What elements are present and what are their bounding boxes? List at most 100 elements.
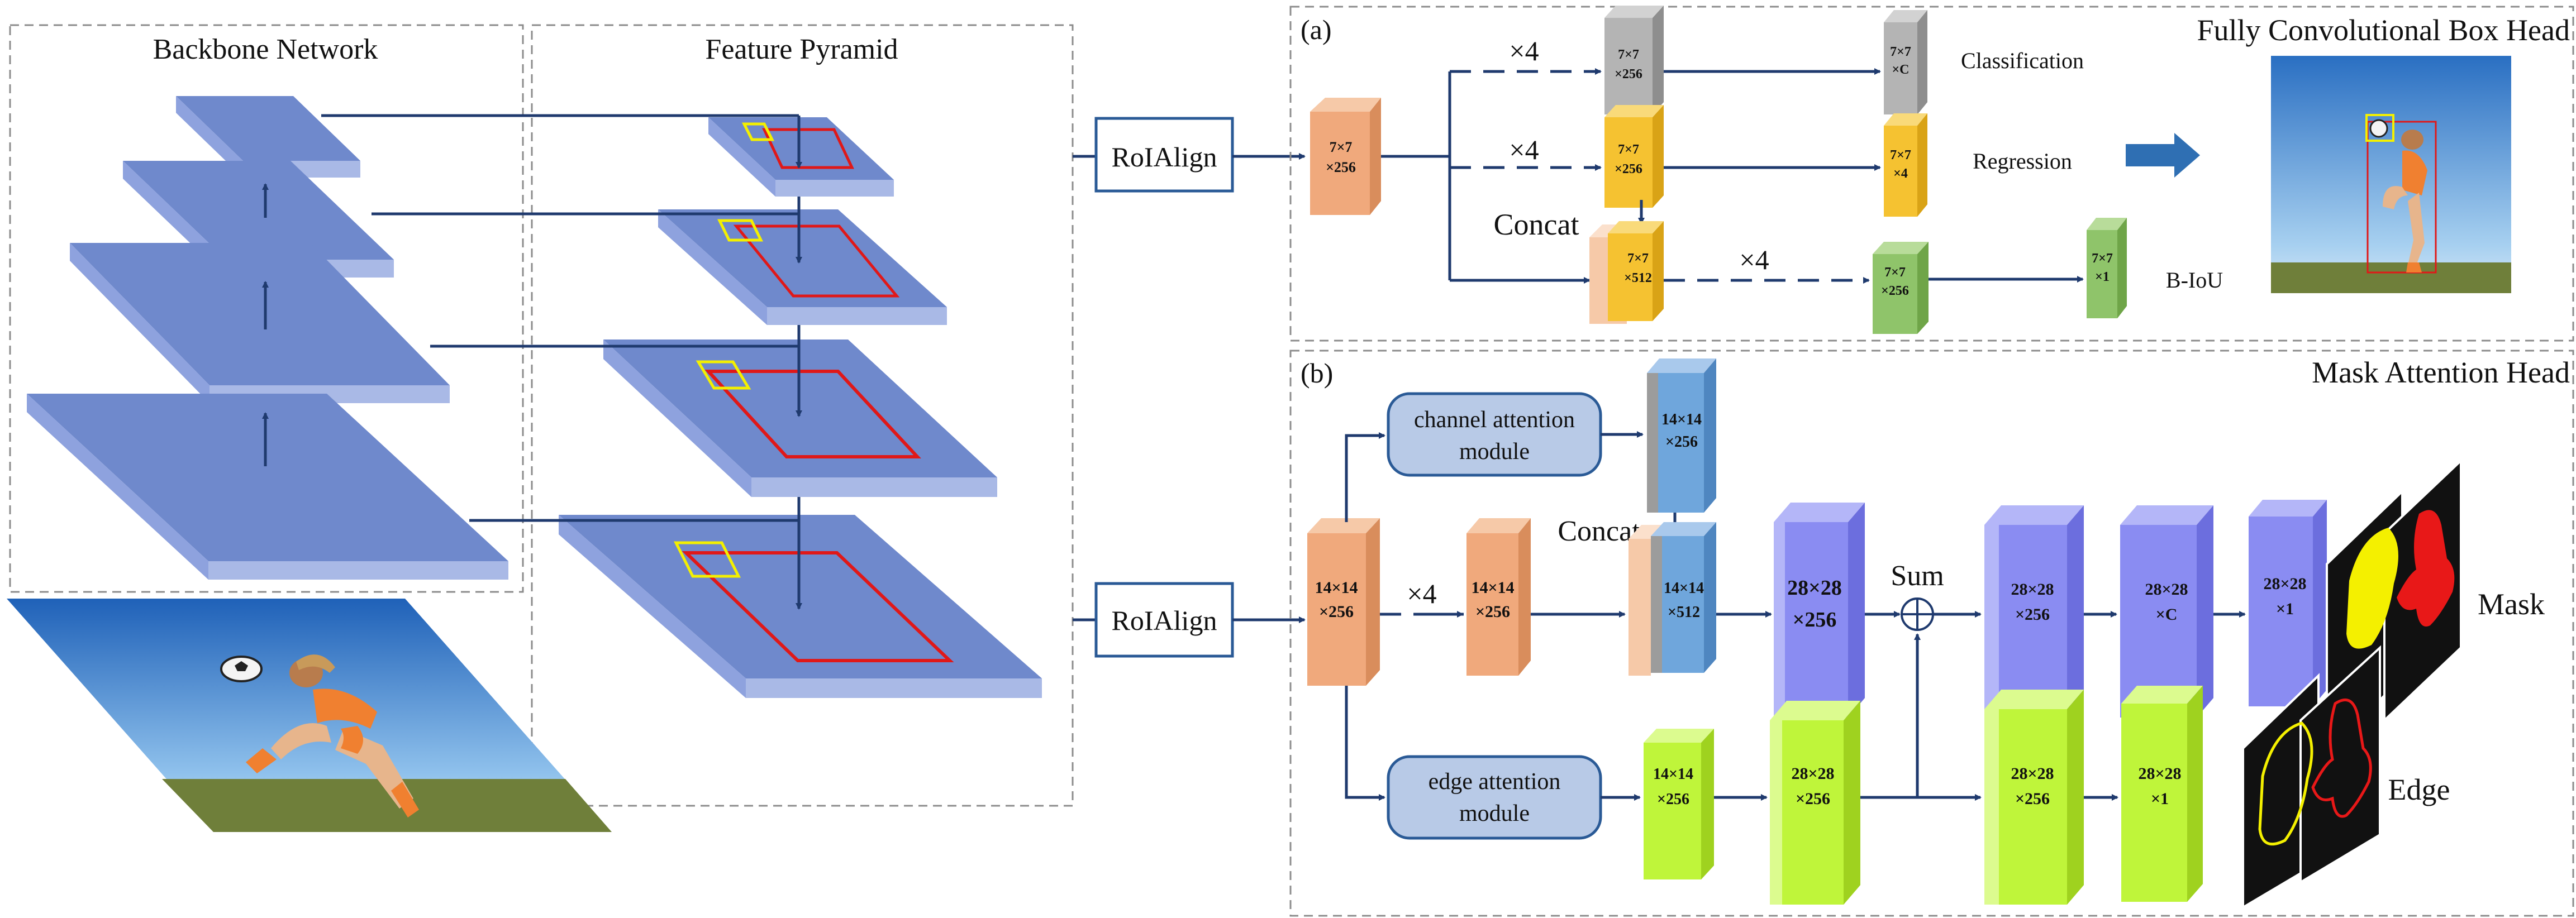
box-head-input-block: 7×7 ×256: [1310, 98, 1381, 215]
edge-lime-block-4: 28×28 ×1: [2121, 686, 2203, 902]
box-head-reg-l2: ×4: [1893, 166, 1908, 181]
box-head-green-l2: ×256: [1881, 284, 1909, 298]
roi-box-red: [682, 551, 954, 662]
mask-head-orange-l2: ×256: [1475, 603, 1510, 621]
edge-to-sum-connection: [1860, 633, 1982, 801]
mask-head-orange-block: 14×14 ×256: [1466, 518, 1531, 676]
edge-attention-module: edge attention module: [1387, 755, 1602, 840]
mask-head-dashed-border: [1289, 350, 2574, 917]
channel-attention-l2: module: [1459, 439, 1530, 465]
edge-lime-1-l2: ×256: [1657, 791, 1689, 808]
box-head-yellow-l1: 7×7: [1618, 142, 1639, 157]
box-head-yellow-l2: ×256: [1615, 162, 1642, 176]
box-head-dashed-border: [1289, 6, 2574, 342]
sum-label: Sum: [1891, 560, 1944, 592]
detection-box-red: [2367, 121, 2437, 274]
detection-result-image: [2271, 56, 2511, 293]
mask-purple-block-3: 28×28 ×C: [2120, 505, 2213, 718]
box-head-gray-l2: ×256: [1615, 67, 1642, 82]
input-image-sky: [7, 599, 612, 832]
mask-purple-3-l1: 28×28: [2145, 580, 2188, 599]
edge-lime-3-l1: 28×28: [2011, 764, 2054, 783]
pyramid-level-3: [658, 209, 947, 325]
roialign-bottom-label: RoIAlign: [1112, 605, 1217, 636]
box-head-cls-l1: 7×7: [1890, 45, 1911, 59]
edge-lime-1-l1: 14×14: [1653, 766, 1693, 783]
mask-purple-block-2: 28×28 ×256: [1984, 505, 2084, 718]
roi-box-red: [704, 370, 921, 458]
mask-head-concat-label: Concat: [1558, 515, 1640, 547]
channel-output-l2: ×256: [1665, 433, 1698, 451]
roi-box-red: [762, 128, 854, 169]
detection-box-yellow: [2365, 114, 2394, 142]
mask-head-times4: ×4: [1407, 578, 1436, 609]
channel-output-block: 14×14 ×256: [1647, 358, 1716, 513]
anchor-box-yellow: [696, 360, 751, 390]
box-head-biou-l1: 7×7: [2092, 251, 2113, 266]
mask-head-title: Mask Attention Head: [2312, 356, 2570, 389]
edge-lime-4-l1: 28×28: [2138, 764, 2181, 783]
player-figure-icon: [246, 654, 419, 817]
box-head-biou-block: 7×7 ×1: [2087, 218, 2127, 318]
box-head-tag: (a): [1301, 14, 1332, 45]
biou-label: B-IoU: [2166, 267, 2223, 293]
mask-purple-2-l1: 28×28: [2011, 580, 2054, 599]
channel-output-l1: 14×14: [1661, 411, 1702, 428]
roialign-bottom-box: [1094, 582, 1234, 658]
edge-yellow-outline: [2258, 721, 2313, 846]
mask-purple-4-l1: 28×28: [2263, 575, 2306, 593]
mask-purple-1-l1: 28×28: [1787, 576, 1842, 600]
mask-label: Mask: [2478, 587, 2545, 621]
mask-purple-block-4: 28×28 ×1: [2249, 500, 2327, 706]
box-head-green-l1: 7×7: [1884, 265, 1906, 280]
classification-label: Classification: [1961, 48, 2084, 73]
backbone-dashed-border: [9, 24, 524, 593]
lateral-connections: [321, 114, 799, 522]
pyramid-level-4: [708, 117, 894, 197]
edge-lime-block-1: 14×14 ×256: [1644, 729, 1714, 879]
box-head-gray-block: 7×7 ×256: [1604, 6, 1664, 114]
mask-purple-4-l2: ×1: [2276, 600, 2294, 618]
feature-pyramid-panel: Feature Pyramid: [321, 24, 1074, 807]
mask-head-input-block: 14×14 ×256: [1307, 518, 1380, 686]
edge-lime-2-l2: ×256: [1796, 790, 1830, 808]
box-head-gray-l1: 7×7: [1618, 47, 1639, 62]
mask-head-concat-l2: ×512: [1668, 604, 1700, 621]
regression-label: Regression: [1973, 149, 2072, 174]
pyramid-title: Feature Pyramid: [705, 34, 898, 65]
box-head-input-l1: 7×7: [1330, 139, 1353, 155]
input-image-grass: [162, 779, 612, 832]
edge-attention-l2: module: [1459, 801, 1530, 826]
channel-attention-l1: channel attention: [1414, 407, 1575, 433]
box-head-concat-block: 7×7 ×512: [1589, 221, 1664, 324]
box-head-reg-block: 7×7 ×4: [1884, 113, 1927, 217]
box-head-green-block: 7×7 ×256: [1873, 242, 1929, 334]
box-head-yellow-block: 7×7 ×256: [1604, 105, 1664, 208]
mask-purple-2-l2: ×256: [2015, 605, 2050, 624]
mask-purple-block-1: 28×28 ×256: [1774, 503, 1865, 718]
edge-output-images: Edge: [2242, 645, 2450, 910]
pyramid-dashed-border: [531, 24, 1074, 807]
mask-head-orange-l1: 14×14: [1471, 578, 1514, 597]
mask-head-input-l1: 14×14: [1315, 578, 1358, 597]
box-head-times4-top: ×4: [1509, 35, 1539, 66]
edge-label: Edge: [2388, 773, 2450, 806]
edge-lime-block-3: 28×28 ×256: [1984, 690, 2084, 905]
roialign-top-label: RoIAlign: [1112, 141, 1217, 173]
edge-lime-4-l2: ×1: [2151, 790, 2169, 808]
backbone-network-panel: Backbone Network: [9, 24, 524, 593]
backbone-title: Backbone Network: [153, 34, 378, 65]
box-head-concat-l1: 7×7: [1627, 251, 1649, 266]
mask-head-panel: (b) Mask Attention Head 14×14 ×256 ×4 ch…: [1289, 350, 2574, 917]
box-head-input-l2: ×256: [1326, 159, 1356, 175]
anchor-box-yellow: [673, 541, 741, 578]
box-head-branches: [1381, 68, 1602, 284]
box-head-panel: (a) Fully Convolutional Box Head 7×7 ×25…: [1289, 6, 2574, 342]
edge-attention-l1: edge attention: [1429, 769, 1561, 795]
mask-purple-3-l2: ×C: [2156, 605, 2178, 624]
mask-head-tag: (b): [1301, 357, 1333, 389]
roialign-top: RoIAlign: [1073, 117, 1306, 193]
edge-lime-3-l2: ×256: [2015, 790, 2050, 808]
mask-head-input-l2: ×256: [1319, 603, 1354, 621]
